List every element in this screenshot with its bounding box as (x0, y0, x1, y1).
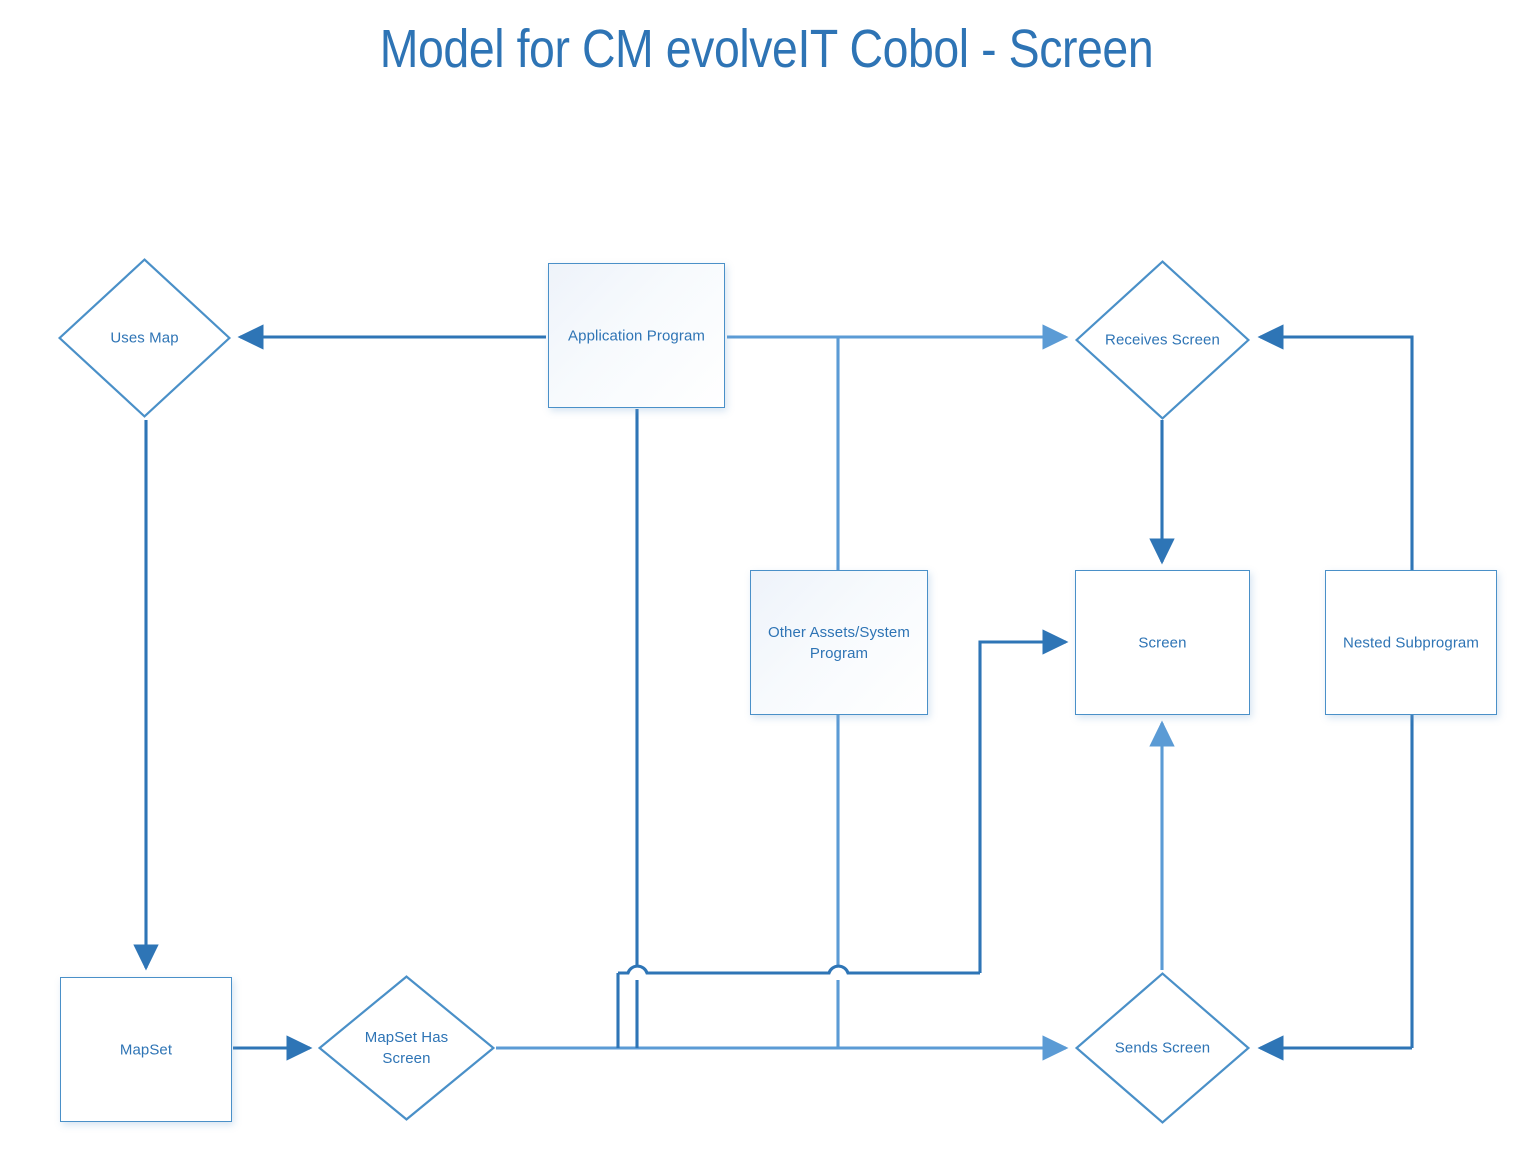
edge-nested-subprogram-to-receives-screen (1257, 324, 1414, 1048)
node-application-program[interactable]: Application Program (548, 263, 725, 408)
node-label-other-assets-system-program: Other Assets/System Program (768, 623, 910, 662)
node-uses-map[interactable]: Uses Map (57, 258, 232, 418)
node-label-screen: Screen (1138, 634, 1187, 651)
node-label-application-program: Application Program (568, 327, 705, 344)
uses-map-diamond-shape (57, 258, 232, 418)
receives-screen-diamond-shape (1074, 260, 1251, 420)
sends-screen-diamond-shape (1074, 972, 1251, 1124)
edge-screen-feed-rail (618, 964, 980, 975)
node-receives-screen[interactable]: Receives Screen (1074, 260, 1251, 420)
node-label-mapset: MapSet (119, 1041, 173, 1058)
node-screen[interactable]: Screen (1075, 570, 1250, 715)
edge-application-program-to-screen (978, 629, 1069, 973)
page-title: Model for CM evolveIT Cobol - Screen (379, 19, 1154, 79)
node-mapset[interactable]: MapSet (60, 977, 232, 1122)
node-label-nested-subprogram: Nested Subprogram (1343, 634, 1479, 651)
node-nested-subprogram[interactable]: Nested Subprogram (1325, 570, 1497, 715)
node-mapset-has-screen[interactable]: MapSet Has Screen (317, 975, 496, 1121)
node-sends-screen[interactable]: Sends Screen (1074, 972, 1251, 1124)
mapset-has-screen-diamond-shape (317, 975, 496, 1121)
node-other-assets-system-program[interactable]: Other Assets/System Program (750, 570, 928, 715)
